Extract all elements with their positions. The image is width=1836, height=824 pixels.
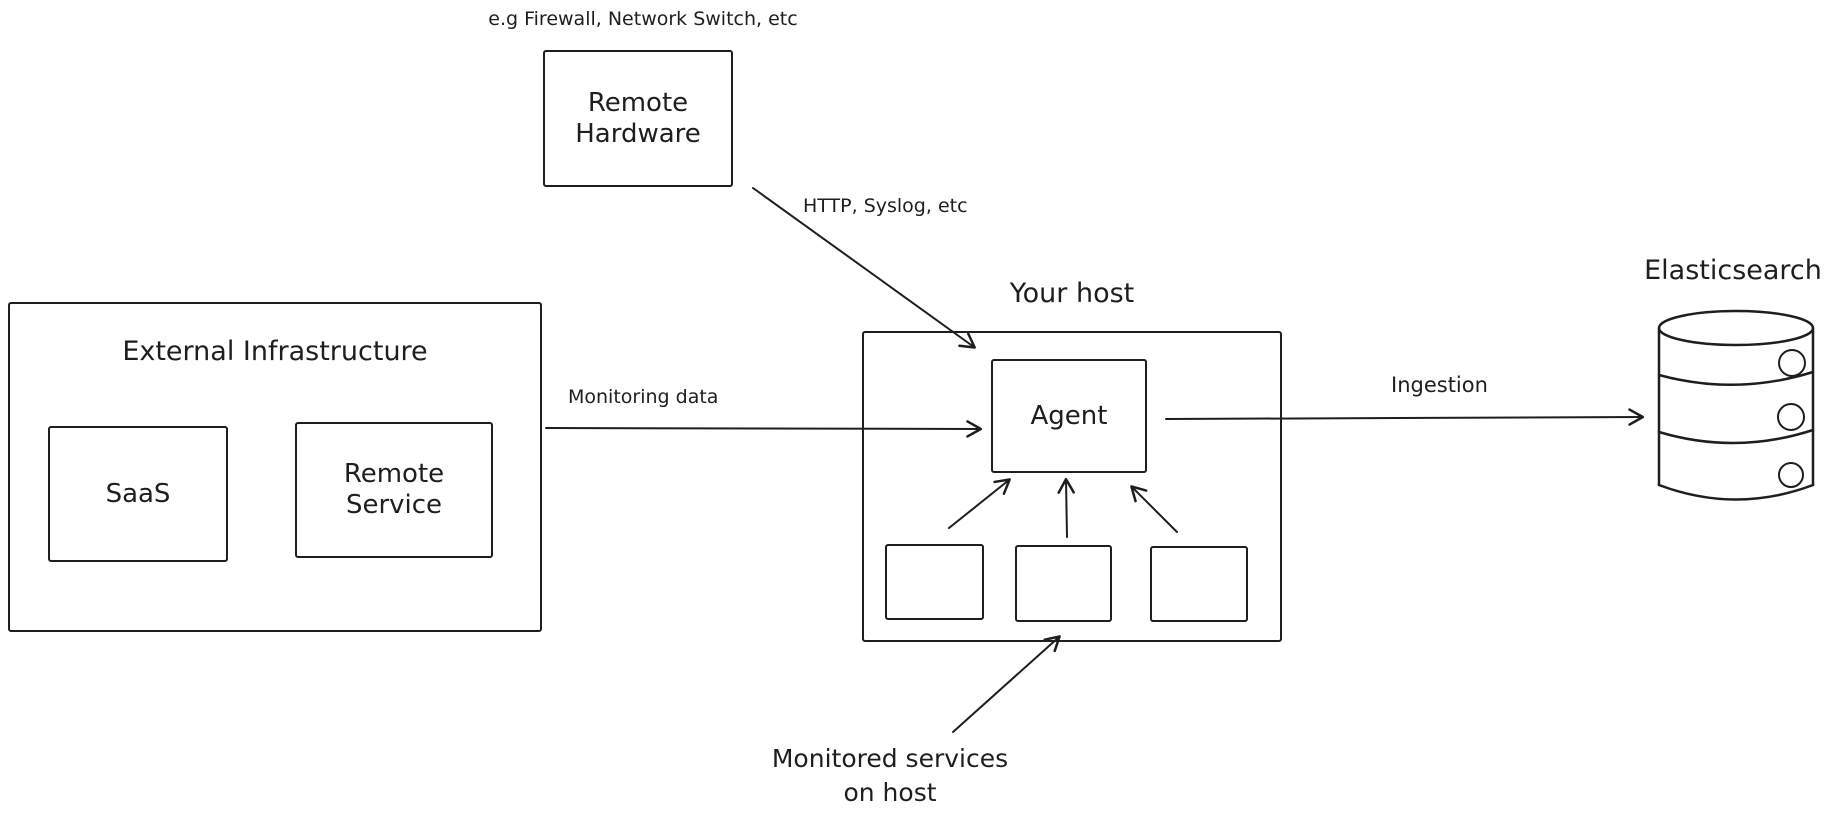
remote-service-label: Remote Service	[343, 459, 445, 520]
database-cylinder-icon	[1657, 309, 1815, 501]
saas-box: SaaS	[48, 426, 228, 562]
edge-service1-to-agent-arrow	[948, 478, 1011, 529]
edge-http-syslog-arrow	[752, 187, 976, 349]
host-service-box-1	[885, 544, 984, 620]
edge-note-pointer-arrow	[952, 635, 1061, 733]
edge-monitoring-data-arrow	[545, 420, 983, 438]
remote-hardware-box: Remote Hardware	[543, 50, 733, 187]
monitored-services-note: Monitored services on host	[771, 744, 1009, 807]
edge-ingestion-arrow	[1165, 408, 1645, 426]
agent-box: Agent	[991, 359, 1147, 473]
edge-service2-to-agent-arrow	[1057, 477, 1075, 538]
http-syslog-edge-label: HTTP, Syslog, etc	[803, 195, 968, 217]
remote-hardware-note: e.g Firewall, Network Switch, etc	[488, 8, 798, 30]
external-infrastructure-box: External Infrastructure SaaS Remote Serv…	[8, 302, 542, 632]
saas-label: SaaS	[105, 478, 171, 509]
host-service-box-3	[1150, 546, 1248, 622]
remote-hardware-label: Remote Hardware	[575, 87, 701, 149]
external-infrastructure-title: External Infrastructure	[122, 336, 428, 367]
elasticsearch-label: Elasticsearch	[1644, 255, 1822, 286]
monitoring-data-edge-label: Monitoring data	[568, 386, 719, 408]
remote-service-box: Remote Service	[295, 422, 493, 558]
your-host-box: Agent	[862, 331, 1282, 642]
your-host-title: Your host	[1009, 278, 1135, 309]
ingestion-edge-label: Ingestion	[1391, 373, 1488, 397]
host-service-box-2	[1015, 545, 1112, 622]
agent-label: Agent	[1030, 400, 1108, 431]
edge-service3-to-agent-arrow	[1130, 485, 1178, 533]
